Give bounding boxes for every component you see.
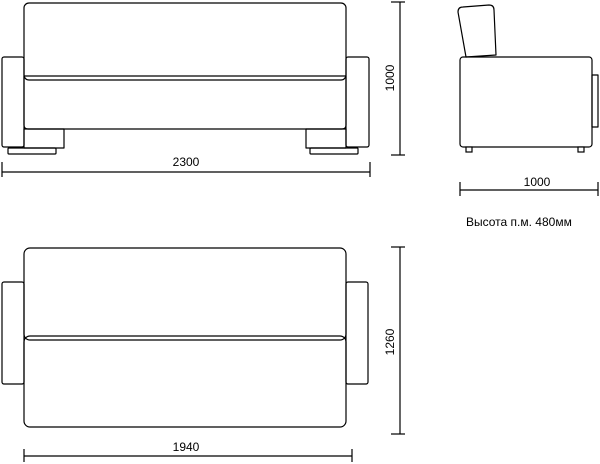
bed-mattress-bottom [23,335,347,428]
side-body [459,56,593,148]
side-depth-dimension: 1000 [459,175,599,196]
front-left-base [23,128,65,149]
front-right-foot [309,147,359,155]
side-front-foot [577,146,585,153]
front-seat-cushion [23,75,347,130]
bed-length-dimension: 1260 [383,246,405,435]
front-backrest [23,2,347,81]
bed-left-armrest [1,281,25,385]
side-rear-foot [465,146,473,153]
bed-width-label: 1940 [173,440,200,454]
seat-height-note: Высота п.м. 480мм [466,215,572,229]
front-height-label: 1000 [383,64,397,91]
side-view [457,4,599,153]
bed-width-dimension: 1940 [23,440,353,462]
bed-right-armrest [345,281,369,385]
bed-mattress-top [23,247,347,341]
front-left-armrest [1,56,25,148]
front-width-label: 2300 [173,155,200,169]
bed-length-label: 1260 [383,328,397,355]
front-right-armrest [345,56,370,148]
side-backrest [457,4,497,58]
side-front-panel [591,74,599,128]
side-depth-label: 1000 [524,175,551,189]
front-left-foot [7,147,57,155]
front-right-base [305,128,347,149]
front-width-dimension: 2300 [1,155,371,177]
unfolded-view [1,247,369,428]
front-height-dimension: 1000 [383,1,405,156]
front-view [1,2,370,155]
